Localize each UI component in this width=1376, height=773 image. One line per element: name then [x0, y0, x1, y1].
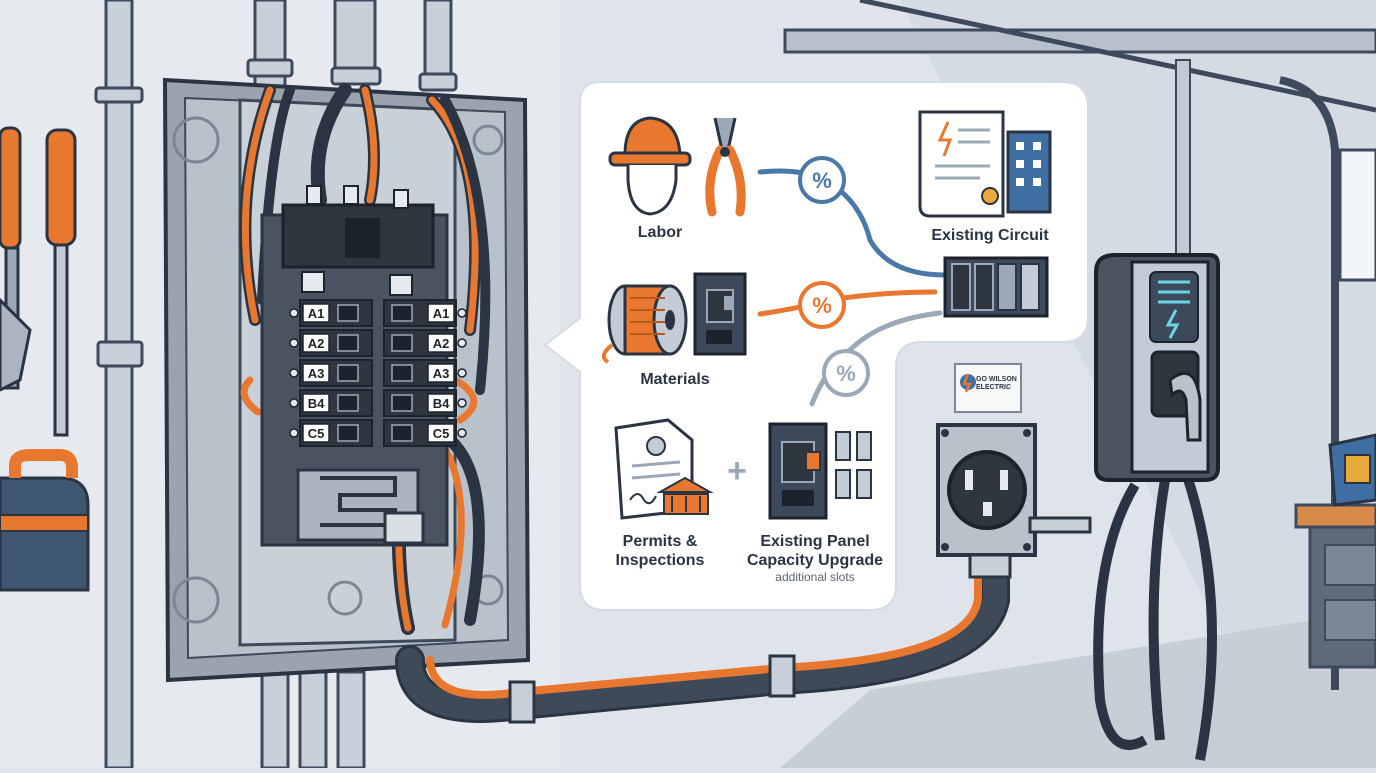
hard-hat-icon: [608, 116, 692, 216]
existing-circuit-label: Existing Circuit: [931, 227, 1049, 244]
breaker-left-5: C5: [289, 419, 373, 447]
breaker-right-1: A1: [383, 299, 467, 327]
breaker-label: A1: [308, 306, 325, 321]
plus-sign: +: [727, 452, 747, 490]
breaker-right-3: A3: [383, 359, 467, 387]
garage-door-rail: [783, 0, 1376, 690]
breaker-left-1: A1: [289, 299, 373, 327]
breaker-left-4: B4: [289, 389, 373, 417]
company-logo-sticker: [954, 363, 1022, 413]
additional-slots-label: additional slots: [775, 570, 855, 584]
breaker-label: A3: [308, 366, 325, 381]
logo-line-2: ELECTRIC: [976, 384, 1011, 391]
breaker-left-3: A3: [289, 359, 373, 387]
breaker-label: A2: [433, 336, 450, 351]
panel-upgrade-label: Existing Panel Capacity Upgrade: [720, 532, 910, 570]
breaker-right-2: A2: [383, 329, 467, 357]
lightning-icon: [1165, 309, 1180, 339]
percent-badge-permits: %: [836, 361, 856, 386]
percent-badges: % % %: [798, 156, 870, 397]
pliers-icon: [705, 117, 746, 217]
ev-outlet: [936, 423, 1092, 579]
breaker-label: B4: [308, 396, 325, 411]
company-logo-text: GO WILSON ELECTRIC: [976, 376, 1026, 392]
breaker-label: C5: [308, 426, 325, 441]
percent-badge-labor: %: [812, 168, 832, 193]
percent-badge-materials: %: [812, 293, 832, 318]
circuit-breaker-strip-icon: [943, 256, 1049, 318]
permits-inspections-label: Permits & Inspections: [580, 532, 740, 570]
logo-line-1: GO WILSON: [976, 376, 1017, 383]
materials-label: Materials: [640, 371, 710, 388]
courthouse-icon: [656, 476, 714, 515]
breaker-right-4: B4: [383, 389, 467, 417]
breaker-label: A1: [433, 306, 450, 321]
permits-line-1: Permits &: [622, 533, 698, 550]
breaker-label: C5: [433, 426, 450, 441]
breaker-label: A3: [433, 366, 450, 381]
workbench: [1294, 433, 1376, 669]
breaker-left-2: A2: [289, 329, 373, 357]
building-icon: [1006, 130, 1052, 214]
breaker-icon: [693, 272, 747, 356]
conduits: [94, 0, 458, 770]
wire-spool-icon: [601, 284, 688, 364]
certificate-icon: [918, 110, 1005, 218]
ev-charger: [1093, 253, 1220, 761]
wall-tools: [0, 126, 90, 592]
panel-line-1: Existing Panel: [760, 533, 870, 550]
breaker-label: A2: [308, 336, 325, 351]
breaker-label: B4: [433, 396, 450, 411]
labor-label: Labor: [637, 224, 683, 241]
permits-line-2: Inspections: [615, 552, 705, 569]
additional-slots-icon: [835, 431, 872, 499]
panel-breaker-icon: [768, 422, 828, 520]
panel-line-2: Capacity Upgrade: [746, 552, 884, 569]
feed-cable: [395, 545, 1010, 724]
breaker-right-5: C5: [383, 419, 467, 447]
